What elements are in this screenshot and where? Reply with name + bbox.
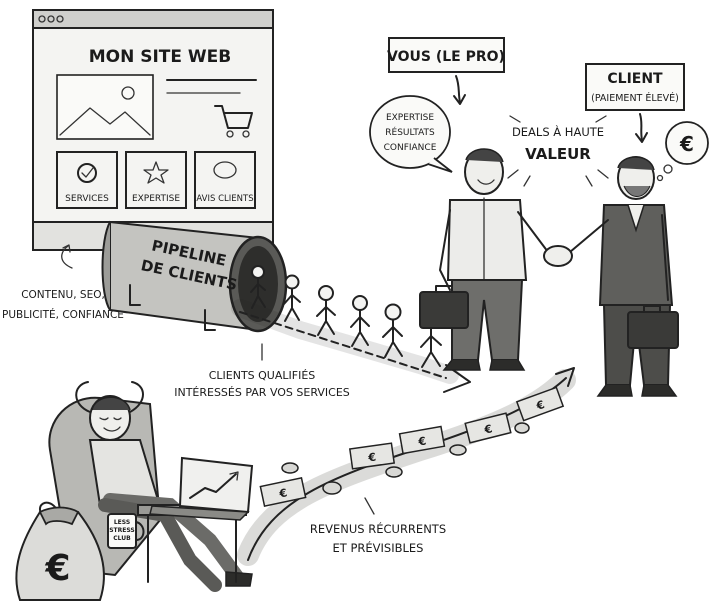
pro-speech-bubble xyxy=(369,95,451,169)
money-bag-euro: € xyxy=(44,548,70,589)
banknote-icon: € xyxy=(348,442,396,470)
client-figure xyxy=(569,156,679,397)
bill-euro: € xyxy=(534,398,547,413)
briefcase-icon xyxy=(627,311,679,349)
pipeline-caption-line1: CLIENTS QUALIFIÉS xyxy=(209,369,316,382)
client-label: CLIENT xyxy=(607,71,663,87)
image-placeholder-icon xyxy=(59,107,151,136)
window-dot-icon xyxy=(56,15,64,23)
qualified-clients-figures xyxy=(250,265,442,368)
banknote-icon: € xyxy=(464,412,512,444)
card-services: SERVICES xyxy=(65,194,109,204)
revenue-line2: ET PRÉVISIBLES xyxy=(333,540,424,555)
deal-line2: VALEUR xyxy=(525,145,591,163)
pipeline-tube: PIPELINE DE CLIENTS xyxy=(101,220,288,333)
coin-icons xyxy=(281,422,530,495)
person-figure xyxy=(382,303,403,358)
person-figure xyxy=(250,265,266,309)
banknote-icon: € xyxy=(398,425,446,455)
note-arrow xyxy=(61,245,73,269)
person-figure xyxy=(283,274,301,322)
pro-bubble-line3: CONFIANCE xyxy=(384,143,437,153)
banknote-icon: € xyxy=(515,386,565,422)
mug-text-line2: STRESS xyxy=(109,527,135,534)
deal-line1: DEALS À HAUTE xyxy=(512,124,604,139)
chat-icon xyxy=(213,161,237,179)
checkmark-icon xyxy=(77,163,97,183)
mug-text-line3: CLUB xyxy=(113,535,131,542)
card-expertise: EXPERTISE xyxy=(132,194,180,204)
bill-euro: € xyxy=(482,422,494,437)
card-reviews: AVIS CLIENTS xyxy=(196,194,253,204)
client-thought-bubble xyxy=(665,121,709,165)
website-title: MON SITE WEB xyxy=(89,47,232,67)
shopping-cart-icon xyxy=(214,105,253,138)
mug-text-line1: LESS xyxy=(114,519,130,526)
website-note-line2: PUBLICITÉ, CONFIANCE xyxy=(2,308,124,321)
person-figure xyxy=(350,295,370,347)
bill-euro: € xyxy=(277,486,288,501)
window-dot-icon xyxy=(38,15,46,23)
handshake xyxy=(543,245,573,267)
client-thought-euro: € xyxy=(679,132,694,156)
website-note-line1: CONTENU, SEO, xyxy=(21,289,105,301)
briefcase-icon xyxy=(419,291,469,329)
banknote-icon: € xyxy=(259,476,307,508)
client-label-box xyxy=(585,63,685,111)
person-figure xyxy=(316,285,336,336)
money-bag-icon: € xyxy=(15,501,105,601)
star-icon xyxy=(143,161,169,184)
pipeline-caption-line2: INTÉRESSÉS PAR VOS SERVICES xyxy=(174,386,350,399)
pro-bubble-line2: RÉSULTATS xyxy=(385,126,435,138)
website-monitor: MON SITE WEB SERVICES EXPERTISE AVIS CLI… xyxy=(32,9,274,251)
mug-icon xyxy=(107,513,137,549)
bill-euro: € xyxy=(416,434,427,448)
client-sublabel: (PAIEMENT ÉLEVÉ) xyxy=(591,92,679,104)
laptop-icon xyxy=(149,456,254,521)
pro-bubble-line1: EXPERTISE xyxy=(386,113,434,123)
pro-label-box xyxy=(388,37,505,73)
pro-figure xyxy=(419,148,549,371)
pro-label: VOUS (LE PRO) xyxy=(387,49,505,65)
revenue-arrow-head xyxy=(555,367,575,387)
revenue-line1: REVENUS RÉCURRENTS xyxy=(310,521,446,536)
bill-euro: € xyxy=(367,451,377,465)
window-dot-icon xyxy=(47,15,55,23)
